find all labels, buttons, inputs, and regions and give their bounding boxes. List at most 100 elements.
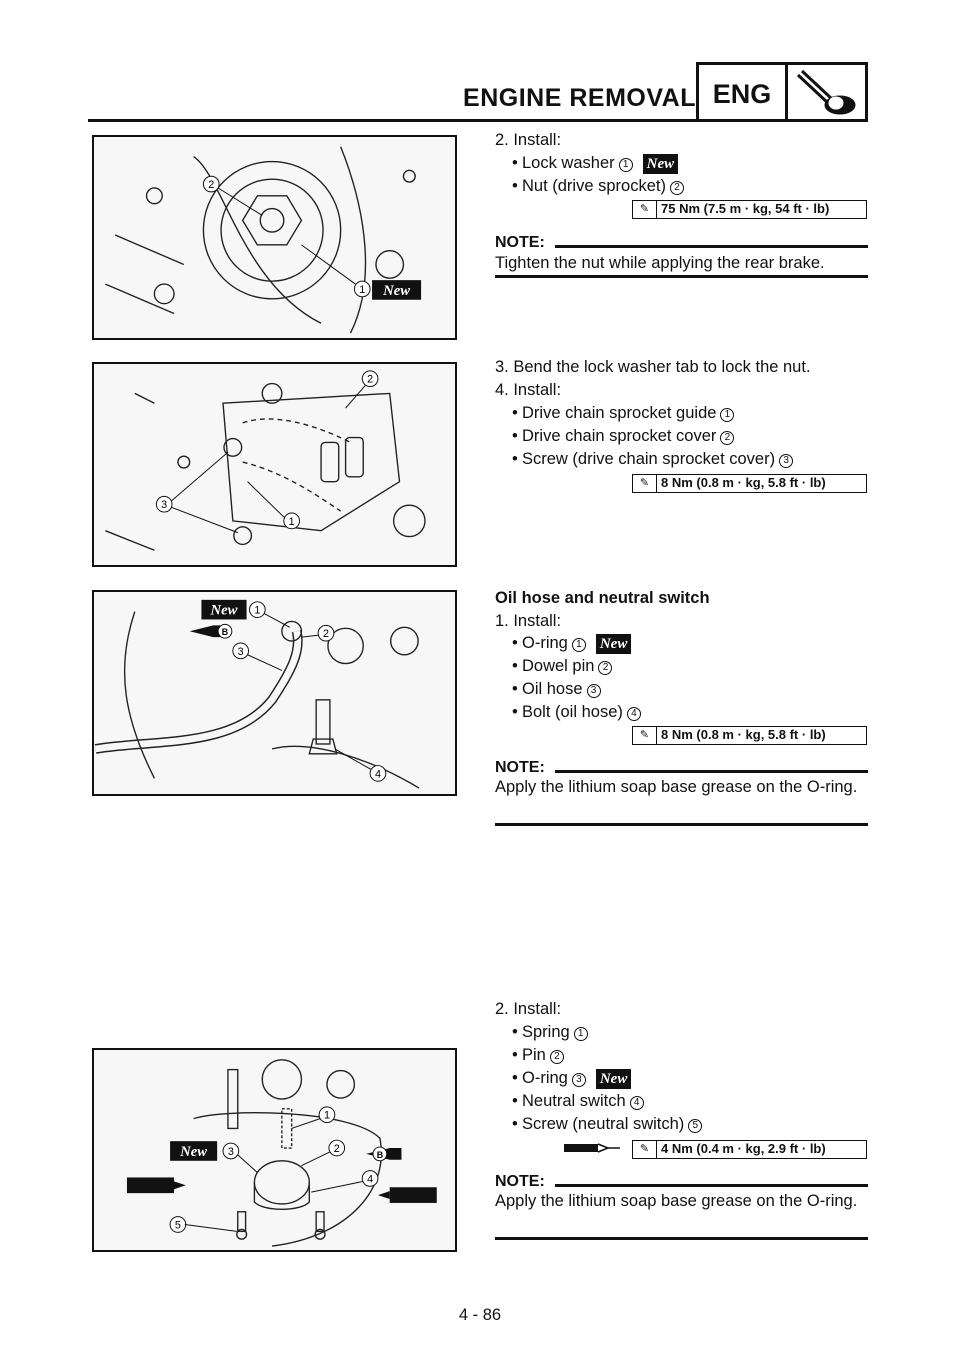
note-label: NOTE: — [495, 1173, 545, 1190]
torque-value: 8 Nm (0.8 m · kg, 5.8 ft · lb) — [661, 475, 826, 490]
note-rule-top — [555, 245, 868, 248]
item-number: 3 — [571, 1073, 586, 1087]
new-tag: New — [595, 634, 632, 654]
item-text: Oil hose — [522, 680, 583, 698]
item-text: Screw (drive chain sprocket cover) — [522, 450, 776, 468]
note-text: Apply the lithium soap base grease on th… — [495, 778, 858, 796]
item-text: Drive chain sprocket cover — [522, 427, 717, 445]
grease-b-icon: B — [222, 627, 228, 637]
callout-3: 3 — [238, 646, 244, 658]
item-text: Screw (neutral switch) — [522, 1115, 685, 1133]
item-text: Nut (drive sprocket) — [522, 177, 666, 195]
note-label: NOTE: — [495, 759, 545, 776]
torque-value: 4 Nm (0.4 m · kg, 2.9 ft · lb) — [661, 1141, 826, 1156]
item-number: 1 — [571, 638, 586, 652]
item-text: Drive chain sprocket guide — [522, 404, 717, 422]
figure-sprocket-cover: 2 3 1 — [92, 362, 457, 567]
step-3-bend: 3. Bend the lock washer tab to lock the … — [495, 358, 811, 376]
item-text: Bolt (oil hose) — [522, 703, 623, 721]
callout-2: 2 — [334, 1143, 340, 1155]
note-rule-bottom — [495, 1237, 868, 1240]
note-label: NOTE: — [495, 234, 545, 251]
callout-1: 1 — [254, 605, 260, 617]
step-2-install: 2. Install: — [495, 131, 562, 149]
item-text: O-ring — [522, 1069, 568, 1087]
section-heading: Oil hose and neutral switch — [495, 589, 710, 607]
callout-4: 4 — [367, 1173, 373, 1185]
page-header: ENGINE REMOVAL ENG — [88, 62, 868, 122]
figure-oil-hose: New 1 B 2 3 4 — [92, 590, 457, 796]
torque-spec: ✎8 Nm (0.8 m · kg, 5.8 ft · lb) — [632, 726, 867, 745]
thread-lock-icon — [564, 1143, 620, 1153]
torque-spec: ✎ 8 Nm (0.8 m · kg, 5.8 ft · lb) — [632, 474, 867, 493]
callout-4: 4 — [375, 768, 381, 780]
torque-value: 75 Nm (7.5 m · kg, 54 ft · lb) — [661, 201, 830, 216]
torque-spec: ✎ 75 Nm (7.5 m · kg, 54 ft · lb) — [632, 200, 867, 219]
callout-2: 2 — [208, 179, 214, 191]
torque-value: 8 Nm (0.8 m · kg, 5.8 ft · lb) — [661, 727, 826, 742]
item-number: 1 — [720, 408, 735, 422]
torque-spec: ✎ 4 Nm (0.4 m · kg, 2.9 ft · lb) — [632, 1140, 867, 1159]
section-title: ENGINE REMOVAL — [463, 84, 696, 112]
figure-drive-sprocket-nut: 2 1 New — [92, 135, 457, 340]
grease-b-icon: B — [377, 1150, 383, 1160]
step-1-install: 1. Install: — [495, 612, 562, 630]
torque-wrench-icon: ✎ — [633, 201, 657, 218]
note-rule-bottom — [495, 823, 868, 826]
torque-wrench-icon: ✎ — [633, 475, 657, 492]
figure-neutral-switch: New B 1 2 3 4 5 — [92, 1048, 457, 1252]
item-number: 2 — [720, 431, 735, 445]
header-rule — [88, 119, 696, 122]
item-number: 5 — [688, 1119, 703, 1133]
item-number: 3 — [779, 454, 794, 468]
item-number: 2 — [549, 1050, 564, 1064]
item-number: 4 — [629, 1096, 644, 1110]
list-item: Screw (drive chain sprocket cover)3 — [512, 450, 794, 469]
new-tag: New — [642, 154, 679, 174]
sprocket-cover-illustration: 2 3 1 — [105, 370, 426, 551]
eng-badge-label: ENG — [712, 79, 772, 109]
oil-hose-illustration: New 1 B 2 3 4 — [94, 599, 420, 789]
callout-2: 2 — [323, 628, 329, 640]
item-text: Lock washer — [522, 154, 615, 172]
callout-1: 1 — [324, 1110, 330, 1122]
neutral-switch-illustration: New B 1 2 3 4 5 — [126, 1059, 437, 1247]
item-number: 1 — [573, 1027, 588, 1041]
item-number: 3 — [586, 684, 601, 698]
note-text: Apply the lithium soap base grease on th… — [495, 1192, 858, 1210]
page-number: 4 - 86 — [458, 1306, 502, 1324]
item-text: Neutral switch — [522, 1092, 626, 1110]
item-text: Dowel pin — [522, 657, 595, 675]
note-rule-top — [555, 770, 868, 773]
note-rule-top — [555, 1184, 868, 1187]
item-text: O-ring — [522, 634, 568, 652]
step-4-install: 4. Install: — [495, 381, 562, 399]
note-text: Tighten the nut while applying the rear … — [495, 254, 825, 272]
wrench-engine-icon — [788, 62, 868, 122]
eng-badge: ENG — [696, 62, 788, 122]
item-text: Spring — [522, 1023, 570, 1041]
drive-sprocket-illustration: 2 1 New — [105, 146, 422, 334]
list-item: Screw (neutral switch)5 — [512, 1115, 703, 1134]
callout-5: 5 — [175, 1219, 181, 1231]
item-number: 2 — [669, 181, 684, 195]
new-tag: New — [210, 603, 238, 619]
step-2-install: 2. Install: — [495, 1000, 562, 1018]
callout-3: 3 — [161, 499, 167, 511]
callout-1: 1 — [359, 284, 365, 296]
item-number: 1 — [618, 158, 633, 172]
torque-wrench-icon: ✎ — [633, 1141, 657, 1158]
note-rule-bottom — [495, 275, 868, 278]
callout-2: 2 — [367, 374, 373, 386]
item-text: Pin — [522, 1046, 546, 1064]
